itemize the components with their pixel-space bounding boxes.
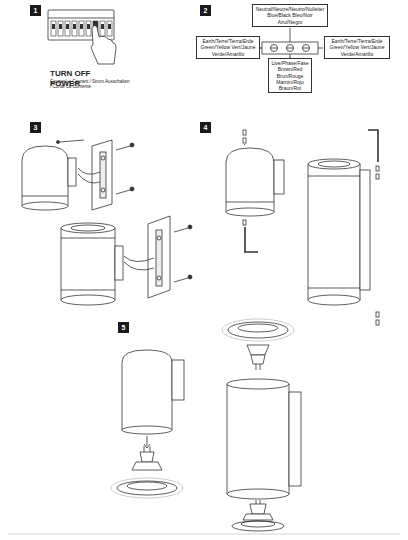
label-text: Earth/Terre/Tierra/Erde Green/Yellow Ver…	[199, 38, 257, 57]
step-number: 1	[30, 5, 41, 16]
wire	[322, 48, 323, 49]
short-lamp	[111, 350, 184, 498]
breaker-panel	[48, 10, 116, 64]
tall-lamp	[308, 130, 379, 325]
label-text: 1	[34, 7, 38, 14]
tall-lamp	[61, 223, 123, 305]
label-text: Neutral/Neutre/Neutro/Nulleiter Blue/Bla…	[255, 6, 325, 25]
label-text: 5	[122, 324, 126, 331]
wire-label: Neutral/Neutre/Neutro/Nulleiter Blue/Bla…	[252, 4, 328, 27]
short-lamp	[226, 130, 284, 252]
mounting-bracket	[57, 140, 135, 210]
wire-label: Earth/Terre/Tierra/Erde Green/Yellow Ver…	[196, 36, 260, 59]
label-text: Live/Phase/Fase Brown/Red Brun/Rouge Mar…	[271, 60, 309, 91]
step-number: 5	[118, 322, 129, 333]
wire	[290, 28, 291, 40]
mounting-bracket	[124, 216, 192, 298]
page-rule	[8, 534, 400, 535]
translation-text: Couper Le Courant / Strom Ausschalten / …	[50, 79, 130, 90]
wire-label: Earth/Terre/Tierra/Erde Green/Yellow Ver…	[324, 36, 390, 59]
label-text: Earth/Terre/Tierra/Erde Green/Yellow Ver…	[327, 38, 387, 57]
label-text: 3	[34, 124, 38, 131]
step-number: 3	[30, 122, 41, 133]
tall-lamp	[222, 319, 301, 531]
step-number: 4	[200, 122, 211, 133]
short-lamp	[22, 146, 76, 210]
wire-label: Live/Phase/Fase Brown/Red Brun/Rouge Mar…	[268, 58, 312, 93]
step-number: 2	[200, 5, 211, 16]
label-text: 2	[204, 7, 208, 14]
terminal-block	[258, 40, 322, 58]
label-text: 4	[204, 124, 208, 131]
